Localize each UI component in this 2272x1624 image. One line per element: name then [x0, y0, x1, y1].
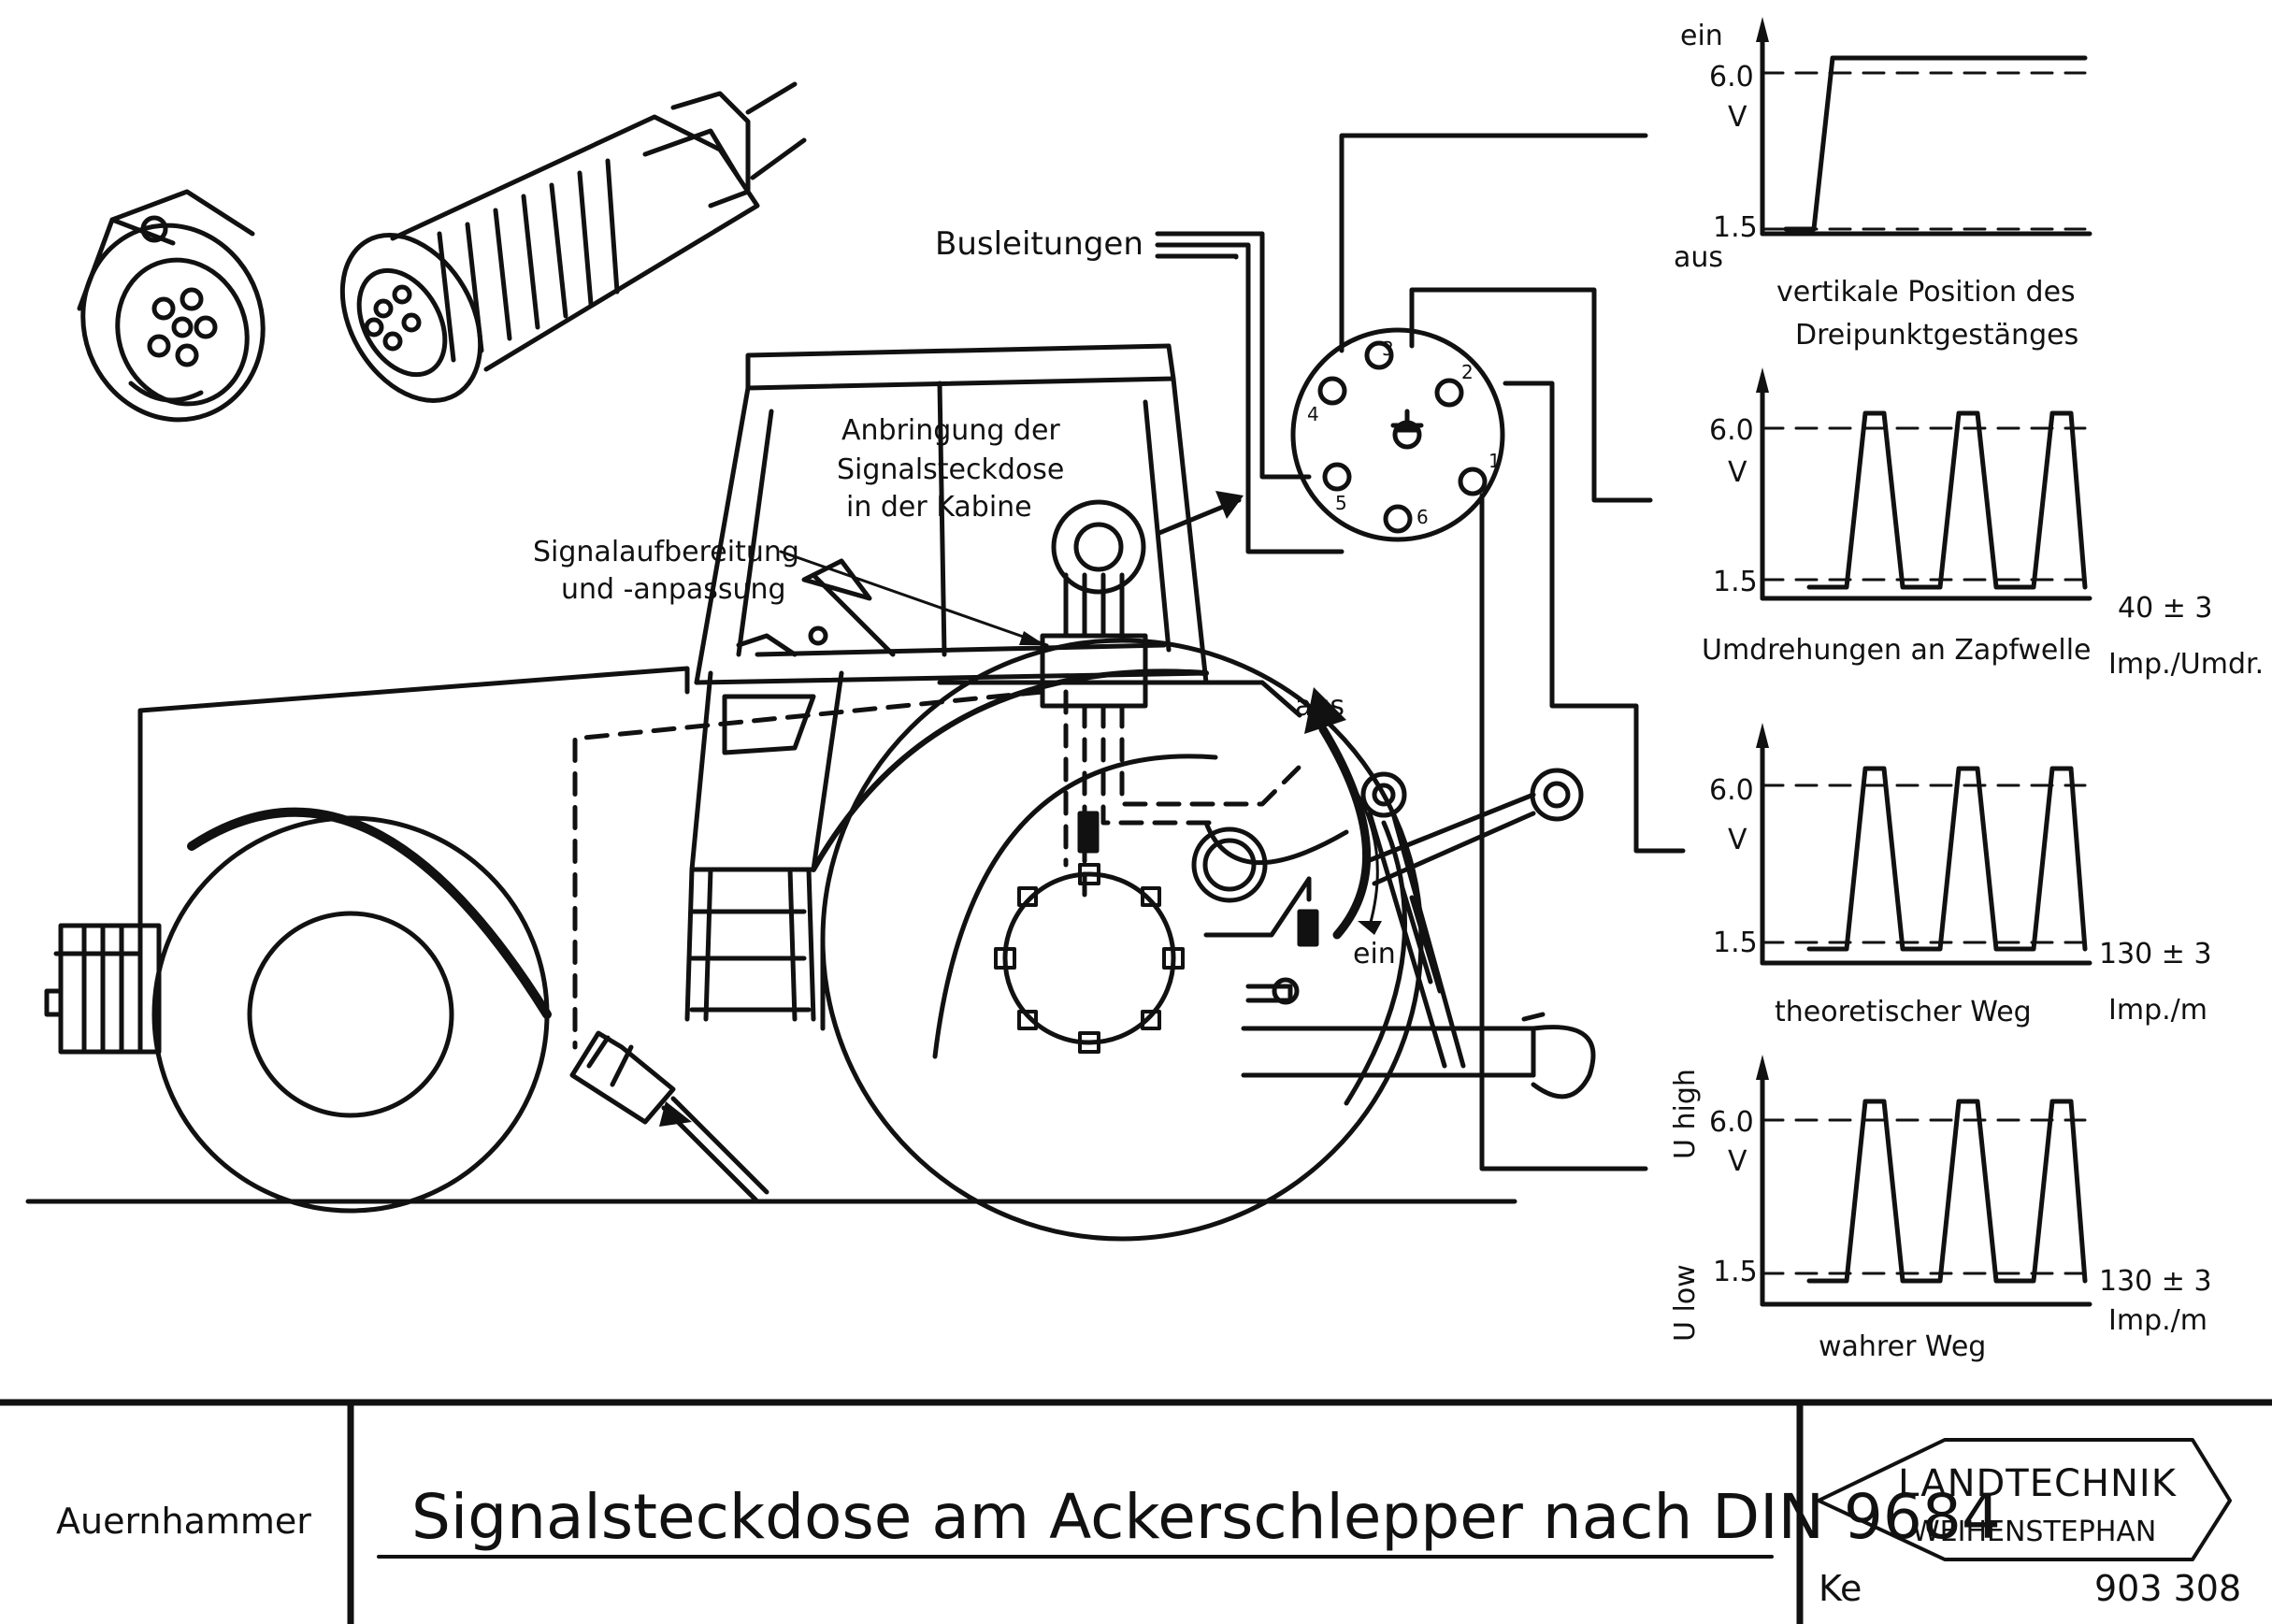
- graph4-side-low: U low: [1669, 1264, 1702, 1342]
- mount-label-3: in der Kabine: [846, 491, 1032, 524]
- bus-label: Busleitungen: [935, 225, 1143, 263]
- socket-pin-1: 1: [1488, 450, 1501, 472]
- socket-pin-4: 4: [1307, 403, 1319, 425]
- graph2-rate-unit: Imp./Umdr.: [2108, 648, 2264, 681]
- radar-sensor: [569, 1030, 769, 1204]
- graph1-y-unit: V: [1728, 101, 1747, 134]
- graph3-caption: theoretischer Weg: [1775, 996, 2032, 1028]
- socket-illustration: [77, 189, 266, 423]
- graph4-caption: wahrer Weg: [1819, 1330, 1986, 1363]
- author-name: Auernhammer: [56, 1501, 311, 1542]
- graph1-y-low: 1.5: [1713, 211, 1758, 244]
- drawing-number: 903 308: [2094, 1568, 2241, 1609]
- plug-illustration: [339, 81, 807, 403]
- socket-pin-2: 2: [1461, 361, 1474, 383]
- drawing-code: Ke: [1819, 1568, 1862, 1609]
- graph4-rate: 130 ± 3: [2099, 1265, 2212, 1298]
- graph4-y-low: 1.5: [1713, 1256, 1758, 1288]
- footer-frame: [0, 1399, 2272, 1624]
- graph2-rate: 40 ± 3: [2118, 592, 2212, 625]
- graph4-y-high: 6.0: [1709, 1106, 1754, 1139]
- bus-lines: [1155, 133, 1686, 1171]
- tractor-outline: [44, 343, 1596, 1242]
- graph-4: [1756, 1055, 2092, 1307]
- graph3-y-low: 1.5: [1713, 927, 1758, 959]
- graph3-rate: 130 ± 3: [2099, 938, 2212, 970]
- drawing-title: Signalsteckdose am Ackerschlepper nach D…: [411, 1481, 2001, 1553]
- graph3-y-unit: V: [1728, 824, 1747, 856]
- socket-pin-5: 5: [1335, 492, 1347, 514]
- graph4-y-unit: V: [1728, 1145, 1747, 1178]
- graph1-top-label: ein: [1680, 20, 1723, 52]
- signal-unit: [779, 491, 1244, 709]
- graph3-rate-unit: Imp./m: [2108, 994, 2207, 1027]
- graph2-caption: Umdrehungen an Zapfwelle: [1702, 634, 2092, 667]
- signal-label-2: und -anpassung: [561, 573, 786, 606]
- socket-pin-3: 3: [1382, 338, 1394, 360]
- graph1-caption-2: Dreipunktgestänges: [1795, 319, 2078, 352]
- logo-line-2: WEIHENSTEPHAN: [1912, 1516, 2156, 1548]
- lever-aus-label: aus: [1295, 690, 1345, 723]
- graph1-caption-1: vertikale Position des: [1776, 276, 2076, 309]
- wiring-dashed: [572, 689, 1312, 1050]
- graph2-y-high: 6.0: [1709, 414, 1754, 447]
- graph2-y-unit: V: [1728, 456, 1747, 489]
- socket-face: [1290, 327, 1505, 542]
- graph3-y-high: 6.0: [1709, 774, 1754, 807]
- graph1-bottom-label: aus: [1674, 241, 1723, 274]
- graph4-rate-unit: Imp./m: [2108, 1304, 2207, 1337]
- lever-ein-label: ein: [1353, 938, 1396, 970]
- logo-line-1: LANDTECHNIK: [1898, 1462, 2178, 1505]
- mount-label-2: Signalsteckdose: [837, 453, 1064, 486]
- graph-2: [1756, 367, 2092, 601]
- graph2-y-low: 1.5: [1713, 566, 1758, 598]
- mount-label-1: Anbringung der: [841, 414, 1060, 447]
- graph-3: [1756, 723, 2092, 966]
- graph1-y-high: 6.0: [1709, 61, 1754, 93]
- graph-1: [1756, 17, 2092, 237]
- signal-label-1: Signalaufbereitung: [533, 536, 799, 568]
- graph4-side-high: U high: [1669, 1069, 1702, 1159]
- sensor-box: [1077, 811, 1100, 854]
- socket-pin-6: 6: [1416, 506, 1429, 528]
